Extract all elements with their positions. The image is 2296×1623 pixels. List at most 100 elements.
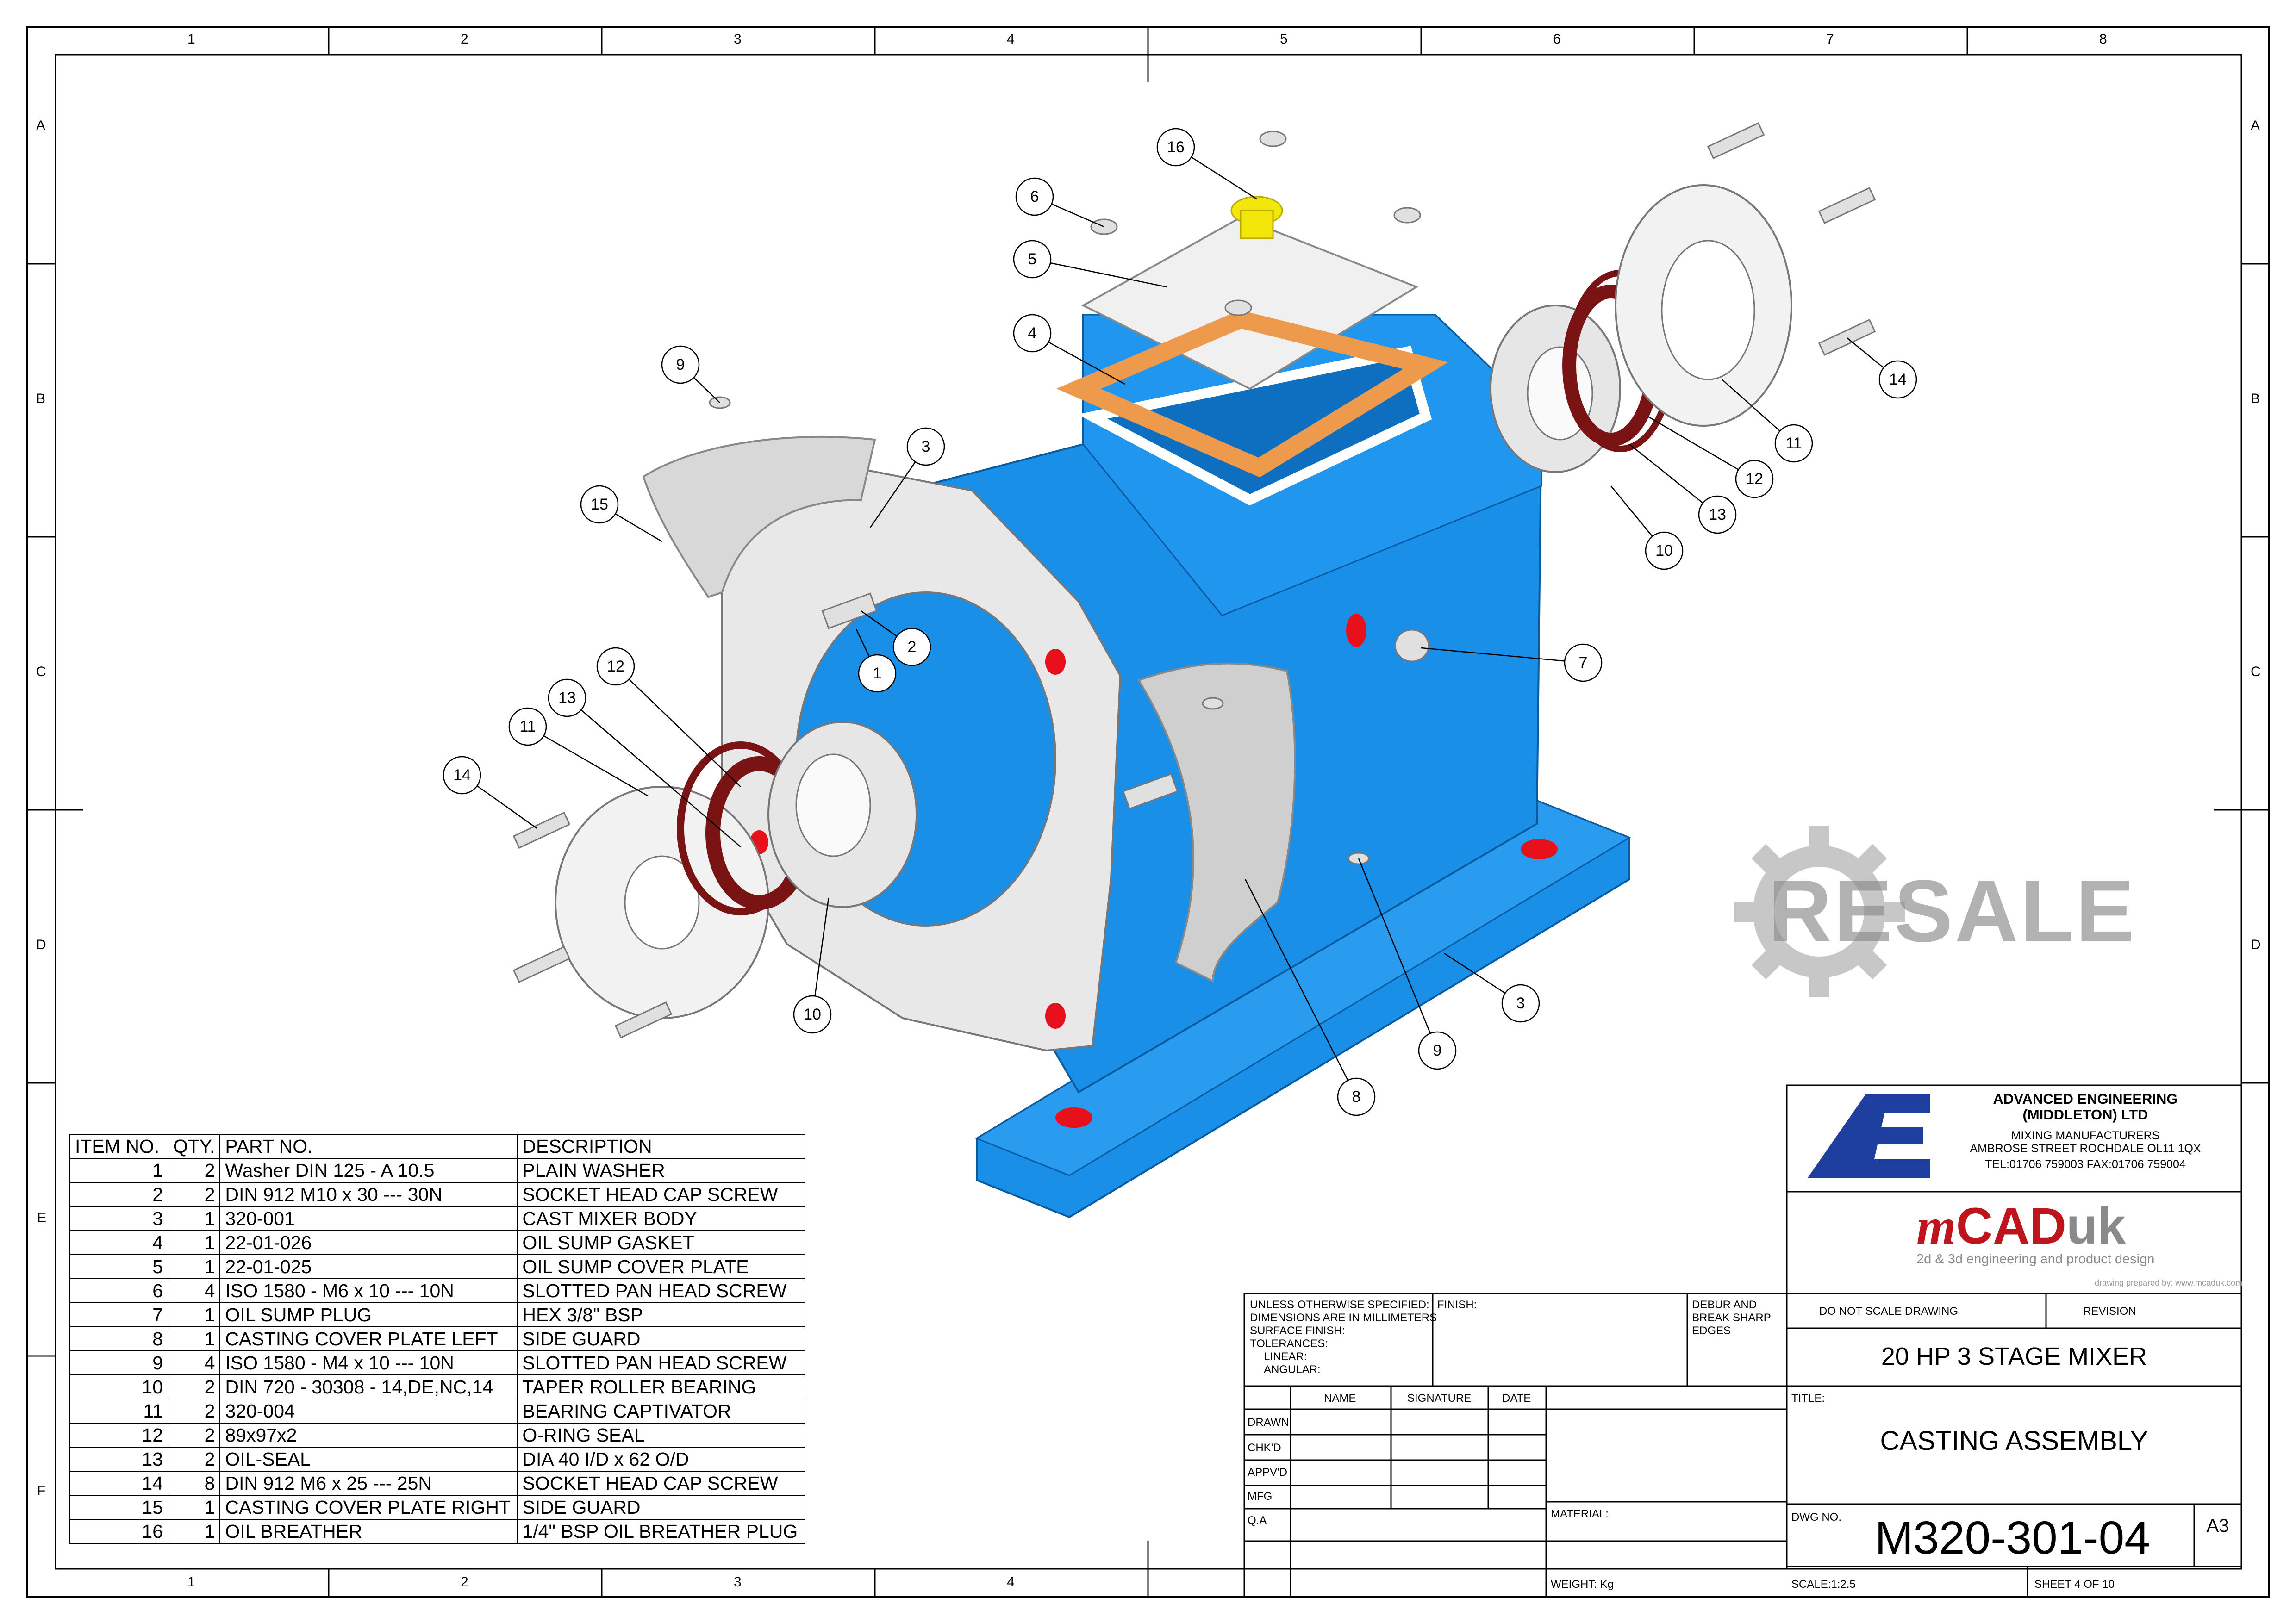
bom-part: CASTING COVER PLATE LEFT [219, 1326, 518, 1351]
col-label: 3 [734, 31, 742, 47]
bom-desc: HEX 3/8" BSP [517, 1302, 806, 1327]
row-label: A [2251, 118, 2260, 133]
col-label: 5 [1280, 31, 1288, 47]
drawing-title: CASTING ASSEMBLY [1880, 1426, 2148, 1456]
bom-item: 10 [69, 1374, 168, 1399]
col-label: 3 [734, 1574, 742, 1590]
bom-desc: SLOTTED PAN HEAD SCREW [517, 1350, 806, 1375]
bom-qty: 2 [167, 1399, 221, 1424]
side-guard-left [1137, 662, 1296, 983]
row-label: F [37, 1483, 46, 1499]
debur-line: EDGES [1692, 1325, 1731, 1337]
bom-part: Washer DIN 125 - A 10.5 [219, 1158, 518, 1183]
bom-qty: 2 [167, 1182, 221, 1207]
bom-item: 7 [69, 1302, 168, 1327]
company-address: AMBROSE STREET ROCHDALE OL11 1QX [1970, 1142, 2201, 1155]
bom-qty: 8 [167, 1471, 221, 1496]
col-label: 4 [1007, 31, 1015, 47]
bom-desc: O-RING SEAL [517, 1423, 806, 1448]
row-drawn: DRAWN [1248, 1416, 1289, 1429]
bom-qty: 4 [167, 1350, 221, 1375]
debur-note: DEBUR AND BREAK SHARP EDGES [1692, 1299, 1771, 1337]
callout-label: 2 [907, 638, 917, 656]
bom-desc: SIDE GUARD [517, 1495, 806, 1520]
row-label: C [2251, 664, 2261, 679]
row-label: B [2251, 391, 2260, 406]
bom-part: 89x97x2 [219, 1423, 518, 1448]
bom-desc: PLAIN WASHER [517, 1158, 806, 1183]
company-phone: TEL:01706 759003 FAX:01706 759004 [1985, 1158, 2186, 1171]
bom-part: 320-004 [219, 1399, 518, 1424]
callout-label: 10 [804, 1006, 821, 1023]
bom-item: 6 [69, 1278, 168, 1303]
callout-label: 14 [1889, 371, 1907, 388]
col-label: 2 [461, 31, 468, 47]
row-label: C [36, 664, 46, 679]
note-line: SURFACE FINISH: [1250, 1325, 1345, 1337]
callout-label: 12 [1746, 470, 1763, 488]
col-name: NAME [1324, 1392, 1356, 1405]
bom-qty: 2 [167, 1423, 221, 1448]
callout-label: 9 [1433, 1042, 1442, 1059]
dwg-no-label: DWG NO. [1791, 1511, 1841, 1524]
callout-label: 5 [1028, 250, 1037, 268]
oil-sump-gasket [1056, 310, 1448, 478]
callout-label: 14 [453, 766, 471, 784]
title-label: TITLE: [1791, 1392, 1825, 1405]
bom-qty: 1 [167, 1326, 221, 1351]
row-label: B [36, 391, 46, 406]
bom-desc: TAPER ROLLER BEARING [517, 1374, 806, 1399]
col-date: DATE [1502, 1392, 1531, 1405]
callout-label: 13 [1709, 506, 1726, 523]
callout-label: 6 [1030, 188, 1039, 205]
bom-desc: OIL SUMP GASKET [517, 1230, 806, 1255]
row-checked: CHK'D [1248, 1442, 1281, 1454]
bom-header-part: PART NO. [219, 1134, 518, 1159]
general-notes: UNLESS OTHERWISE SPECIFIED: DIMENSIONS A… [1250, 1299, 1437, 1376]
no-scale-note: DO NOT SCALE DRAWING [1819, 1305, 1959, 1318]
row-qa: Q.A [1248, 1514, 1267, 1527]
bom-item: 11 [69, 1399, 168, 1424]
bom-desc: DIA 40 I/D x 62 O/D [517, 1447, 806, 1472]
bom-part: OIL BREATHER [219, 1519, 518, 1544]
weight-unit: Kg [1600, 1578, 1614, 1591]
bom-qty: 2 [167, 1374, 221, 1399]
bom-qty: 1 [167, 1495, 221, 1520]
note-line: UNLESS OTHERWISE SPECIFIED: [1250, 1299, 1429, 1311]
project-name: 20 HP 3 STAGE MIXER [1881, 1343, 2147, 1370]
sheet-number: SHEET 4 OF 10 [2034, 1578, 2115, 1591]
debur-line: BREAK SHARP [1692, 1312, 1771, 1324]
bom-part: CASTING COVER PLATE RIGHT [219, 1495, 518, 1520]
callout-label: 8 [1352, 1088, 1361, 1106]
bom-qty: 1 [167, 1302, 221, 1327]
weight-label-text: WEIGHT: [1551, 1578, 1597, 1591]
bom-part: ISO 1580 - M6 x 10 --- 10N [219, 1278, 518, 1303]
bom-part: DIN 720 - 30308 - 14,DE,NC,14 [219, 1374, 518, 1399]
bom-desc: CAST MIXER BODY [517, 1206, 806, 1231]
bom-item: 2 [69, 1182, 168, 1207]
bom-item: 1 [69, 1158, 168, 1183]
bom-desc: SOCKET HEAD CAP SCREW [517, 1471, 806, 1496]
bom-item: 8 [69, 1326, 168, 1351]
debur-line: DEBUR AND [1692, 1299, 1757, 1311]
callout-label: 7 [1578, 654, 1588, 672]
col-label: 2 [461, 1574, 468, 1590]
callout-label: 12 [607, 658, 624, 675]
bom-part: OIL SUMP PLUG [219, 1302, 518, 1327]
bom-item: 16 [69, 1519, 168, 1544]
bom-part: DIN 912 M6 x 25 --- 25N [219, 1471, 518, 1496]
col-label: 8 [2099, 31, 2107, 47]
bom-desc: OIL SUMP COVER PLATE [517, 1254, 806, 1279]
